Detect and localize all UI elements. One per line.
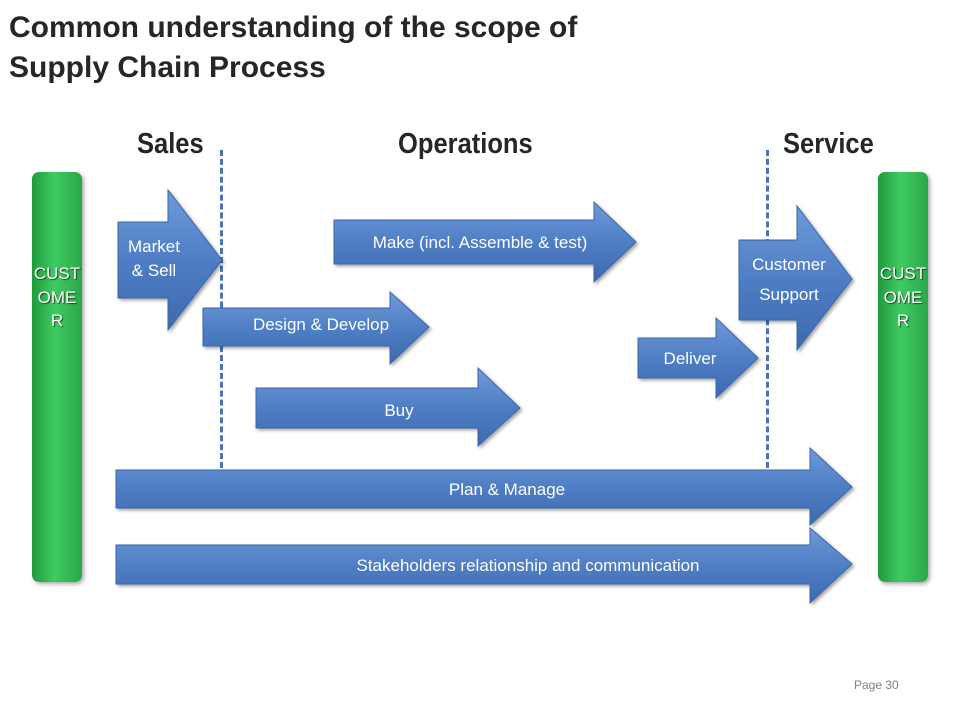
label-customer-support-1: Customer — [752, 255, 826, 274]
title-line-2: Supply Chain Process — [9, 51, 326, 84]
section-service: Service — [783, 128, 874, 160]
arrow-stakeholders: Stakeholders relationship and communicat… — [115, 526, 853, 605]
arrow-market-sell: Market & Sell — [117, 188, 223, 332]
page-number: Page 30 — [854, 678, 899, 692]
label-plan-manage: Plan & Manage — [449, 480, 565, 499]
section-operations: Operations — [398, 128, 533, 160]
arrow-make: Make (incl. Assemble & test) — [333, 200, 637, 284]
label-customer-support-2: Support — [759, 285, 819, 304]
arrow-plan-manage: Plan & Manage — [115, 446, 853, 527]
arrow-buy: Buy — [255, 366, 521, 448]
arrow-design-develop: Design & Develop — [202, 290, 430, 366]
customer-bar-right — [878, 172, 928, 582]
label-buy: Buy — [384, 401, 414, 420]
label-make: Make (incl. Assemble & test) — [373, 233, 587, 252]
customer-bar-left — [32, 172, 82, 582]
customer-label-right: CUSTOMER — [879, 264, 927, 330]
page-title: Common understanding of the scope of Sup… — [9, 8, 577, 88]
label-design-develop: Design & Develop — [253, 315, 389, 334]
label-market-sell-1: Market — [128, 237, 180, 256]
label-deliver: Deliver — [664, 349, 717, 368]
arrow-customer-support: Customer Support — [738, 204, 853, 352]
title-line-1: Common understanding of the scope of — [9, 11, 578, 44]
arrow-deliver: Deliver — [637, 316, 759, 400]
section-sales: Sales — [137, 128, 204, 160]
label-market-sell-2: & Sell — [132, 261, 176, 280]
customer-label-left: CUSTOMER — [33, 264, 81, 330]
label-stakeholders: Stakeholders relationship and communicat… — [356, 556, 699, 575]
